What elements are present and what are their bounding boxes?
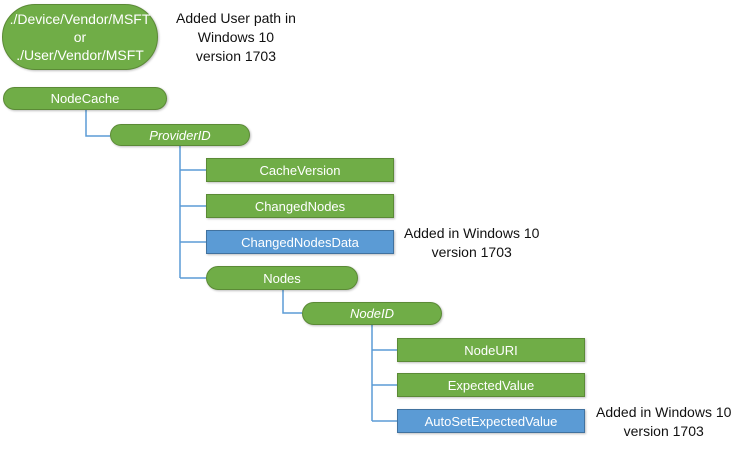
connector-nodecache-providerid [85, 110, 110, 137]
node-autosetexpectedvalue: AutoSetExpectedValue [397, 409, 585, 433]
node-expectedvalue: ExpectedValue [397, 373, 585, 397]
node-providerid: ProviderID [110, 124, 250, 146]
connector-nodes-nodeid [282, 290, 302, 314]
root-line-user: ./User/Vendor/MSFT [16, 47, 144, 63]
node-cacheversion: CacheVersion [206, 158, 394, 182]
node-changednodesdata: ChangedNodesData [206, 230, 394, 254]
note-user-path: Added User path in Windows 10 version 17… [176, 10, 296, 64]
note-changednodesdata: Added in Windows 10 version 1703 [404, 225, 540, 260]
node-nodes: Nodes [206, 266, 358, 290]
note-autosetexpectedvalue: Added in Windows 10 version 1703 [596, 404, 732, 439]
node-changednodes: ChangedNodes [206, 194, 394, 218]
node-nodeuri: NodeURI [397, 338, 585, 362]
root-node: ./Device/Vendor/MSFT or ./User/Vendor/MS… [2, 4, 158, 70]
root-line-or: or [73, 29, 87, 45]
root-line-device: ./Device/Vendor/MSFT [9, 11, 151, 27]
node-nodecache: NodeCache [3, 87, 167, 110]
node-nodeid: NodeID [302, 302, 442, 325]
